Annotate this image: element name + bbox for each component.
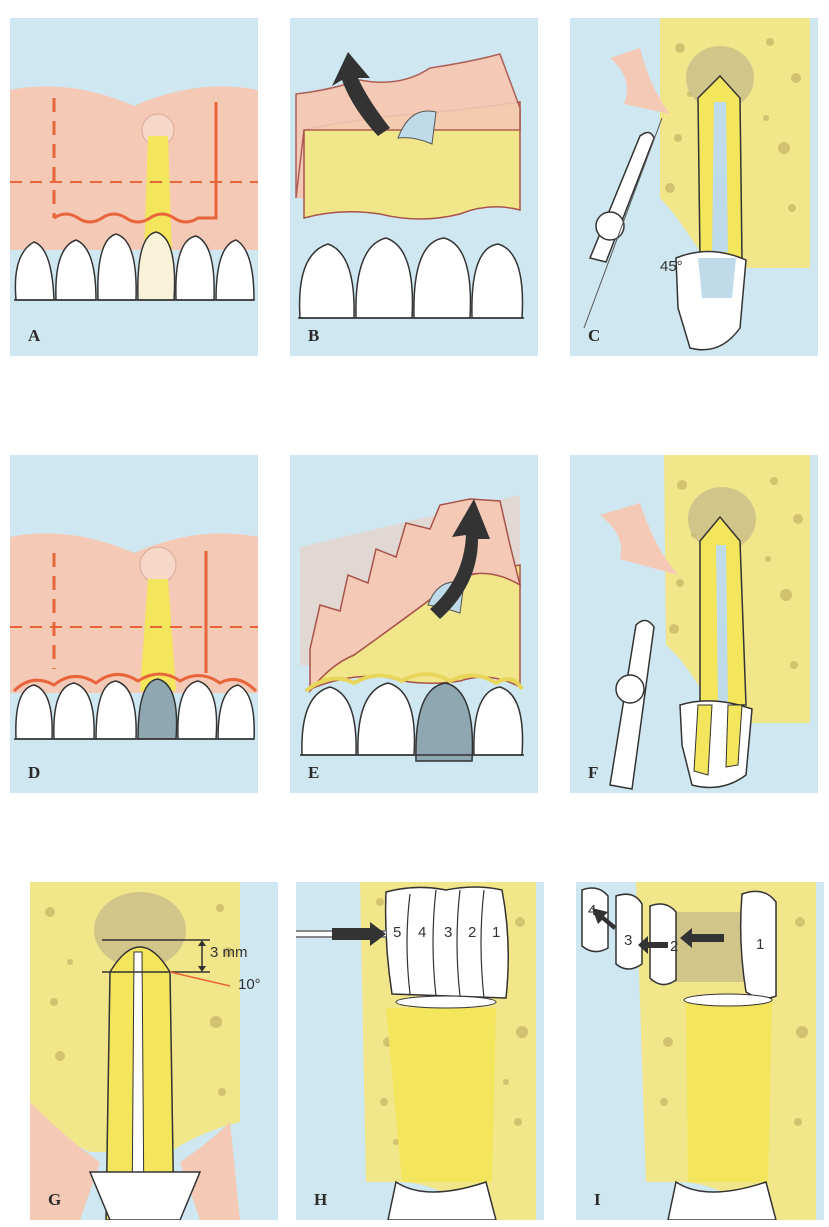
panel-c: 45° C: [570, 18, 818, 356]
panel-e: E: [290, 455, 538, 793]
segment-number: 3: [624, 932, 632, 949]
panel-label: I: [594, 1190, 601, 1210]
panel-c-illustration: [570, 18, 818, 356]
panel-label: G: [48, 1190, 61, 1210]
segment-number: 4: [588, 902, 596, 919]
panel-label: F: [588, 763, 598, 783]
panel-i: 4 3 2 1 I: [576, 882, 824, 1220]
panel-g-illustration: [30, 882, 278, 1220]
segment-number: 1: [492, 924, 500, 941]
panel-a: A: [10, 18, 258, 356]
panel-e-illustration: [290, 455, 538, 793]
panel-label: D: [28, 763, 40, 783]
segment-number: 5: [393, 924, 401, 941]
panel-label: B: [308, 326, 319, 346]
panel-d: D: [10, 455, 258, 793]
panel-label: E: [308, 763, 319, 783]
panel-b: B: [290, 18, 538, 356]
segment-number: 1: [756, 936, 764, 953]
panel-f: F: [570, 455, 818, 793]
panel-label: C: [588, 326, 600, 346]
segment-number: 2: [670, 938, 678, 955]
panel-b-illustration: [290, 18, 538, 356]
panel-a-illustration: [10, 18, 258, 356]
panel-d-illustration: [10, 455, 258, 793]
angle-label: 10°: [238, 976, 261, 993]
segment-number: 2: [468, 924, 476, 941]
panel-label: H: [314, 1190, 327, 1210]
panel-g: 3 mm 10° G: [30, 882, 278, 1220]
segment-number: 3: [444, 924, 452, 941]
segment-number: 4: [418, 924, 426, 941]
panel-f-illustration: [570, 455, 818, 793]
panel-label: A: [28, 326, 40, 346]
panel-i-illustration: [576, 882, 824, 1220]
panel-h: 5 4 3 2 1 H: [296, 882, 544, 1220]
angle-label: 45°: [660, 258, 683, 275]
measurement-label: 3 mm: [210, 944, 248, 961]
